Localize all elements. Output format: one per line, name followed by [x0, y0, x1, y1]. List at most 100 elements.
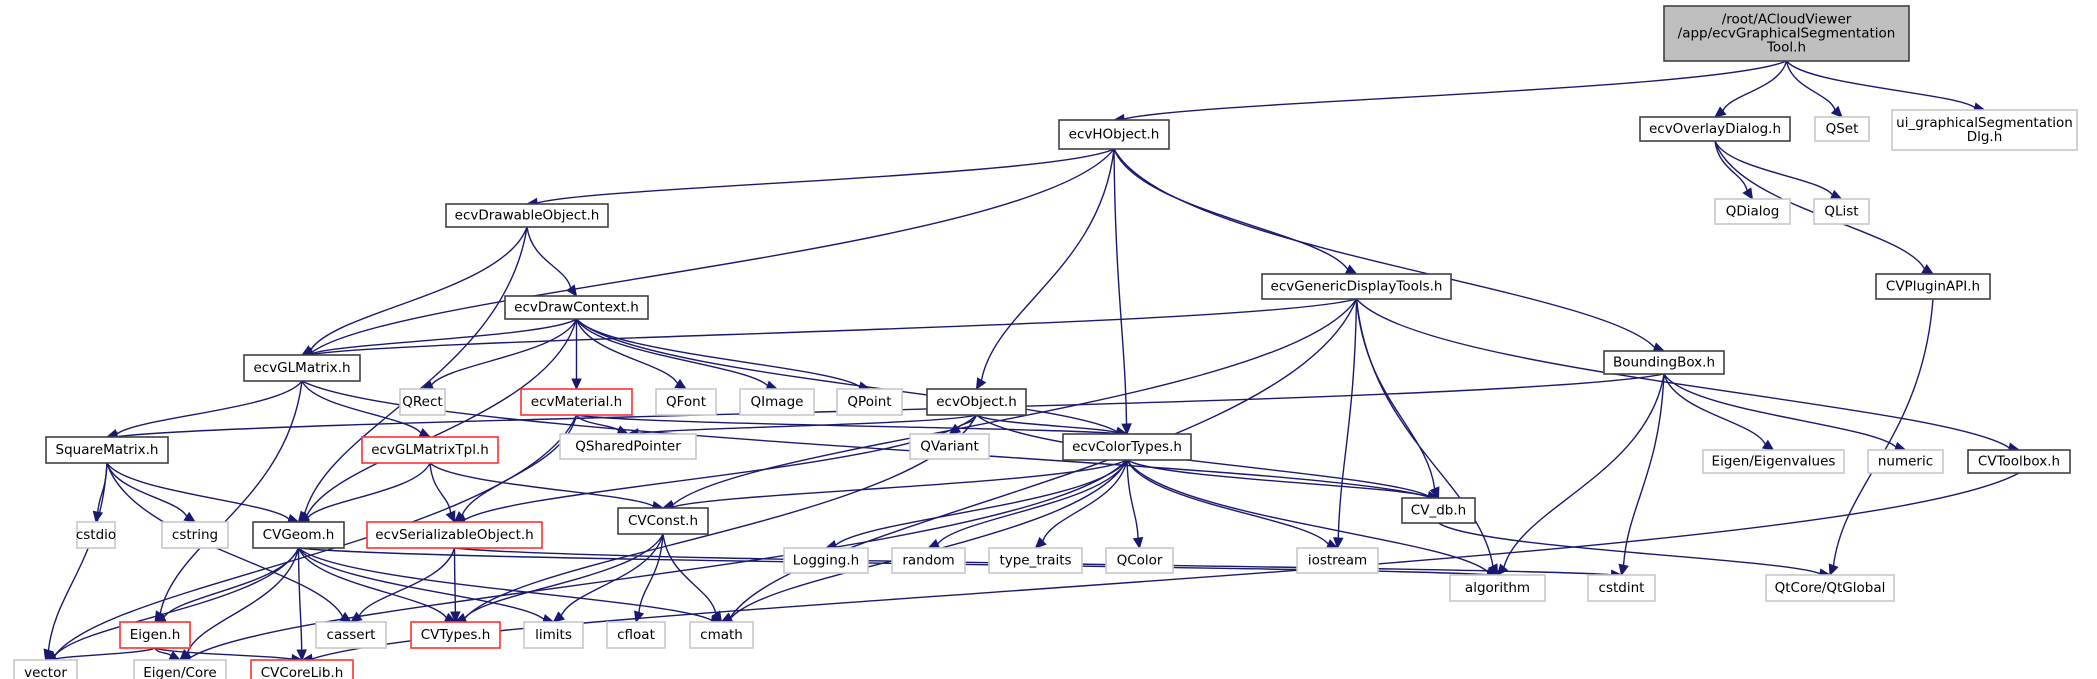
node-qrect: QRect: [399, 388, 446, 416]
node-box: [891, 547, 966, 574]
arrowhead-icon: [1618, 563, 1629, 577]
dependency-edge: [526, 226, 578, 297]
node-cstring: cstring: [161, 521, 229, 549]
arrowhead-icon: [179, 648, 192, 661]
node-box: [1639, 116, 1791, 142]
dependency-edge: [1113, 148, 1132, 436]
edge-line: [575, 318, 679, 384]
edge-line: [1042, 459, 1128, 542]
node-numeric: numeric: [1867, 449, 1944, 474]
edge-line: [97, 462, 108, 513]
node-ecv-material[interactable]: ecvMaterial.h: [520, 388, 633, 416]
node-ecv-overlay-dialog[interactable]: ecvOverlayDialog.h: [1639, 116, 1791, 142]
edge-line: [298, 547, 712, 621]
node-ecv-glmatrix-tpl[interactable]: ecvGLMatrixTpl.h: [361, 436, 499, 464]
edge-line: [106, 462, 344, 617]
node-label: QSharedPointer: [575, 439, 681, 455]
dependency-edge: [720, 459, 1128, 624]
node-eigen[interactable]: Eigen.h: [119, 621, 191, 649]
node-box: [504, 295, 649, 320]
edge-line: [730, 459, 1128, 619]
node-label: CVPluginAPI.h: [1886, 279, 1980, 295]
dependency-edge: [300, 148, 1115, 358]
arrowhead-icon: [350, 611, 363, 623]
node-label: ecvMaterial.h: [531, 394, 622, 410]
node-limits: limits: [523, 621, 584, 649]
node-cvtypes[interactable]: CVTypes.h: [410, 621, 501, 649]
node-cstdio: cstdio: [76, 521, 116, 549]
node-cmath: cmath: [689, 621, 754, 649]
node-ecv-drawable-object[interactable]: ecvDrawableObject.h: [445, 203, 609, 228]
edge-line: [575, 318, 861, 388]
node-box: [250, 659, 354, 679]
arrowhead-icon: [571, 378, 582, 391]
node-bounding-box[interactable]: BoundingBox.h: [1603, 350, 1725, 375]
node-cvplugin-api[interactable]: CVPluginAPI.h: [1875, 273, 1991, 300]
edge-line: [672, 459, 1128, 508]
edge-line: [154, 647, 293, 660]
node-root[interactable]: /root/ACloudViewer/app/ecvGraphicalSegme…: [1663, 5, 1910, 62]
node-box: [988, 547, 1083, 574]
node-box: [133, 659, 227, 679]
node-box: [1765, 574, 1895, 602]
node-label: CVTypes.h: [421, 627, 491, 643]
edge-line: [463, 414, 977, 521]
node-qlist: QList: [1813, 198, 1870, 225]
node-label: ecvDrawableObject.h: [455, 208, 600, 224]
node-vector: vector: [13, 659, 78, 679]
edge-line: [560, 533, 664, 617]
node-box: [119, 621, 191, 649]
node-label: QImage: [751, 394, 804, 410]
edge-line: [536, 148, 1115, 204]
node-label: cfloat: [617, 627, 655, 643]
node-cvcore-lib[interactable]: CVCoreLib.h: [250, 659, 354, 679]
arrowhead-icon: [1429, 486, 1440, 500]
node-ecv-serializable-object[interactable]: ecvSerializableObject.h: [366, 521, 543, 549]
edge-line: [106, 462, 188, 517]
node-ecv-color-types[interactable]: ecvColorTypes.h: [1062, 433, 1192, 461]
edge-line: [54, 547, 300, 657]
node-box: [783, 547, 869, 574]
dependency-edge: [1113, 148, 1666, 353]
node-square-matrix[interactable]: SquareMatrix.h: [45, 436, 169, 464]
edge-line: [1113, 148, 1128, 425]
edge-line: [1622, 373, 1665, 566]
node-label: CVGeom.h: [263, 527, 335, 543]
node-ecv-generic-display-tools[interactable]: ecvGenericDisplayTools.h: [1261, 273, 1452, 300]
dependency-edge: [350, 547, 456, 623]
node-box: [366, 521, 543, 549]
node-label: ecvSerializableObject.h: [375, 527, 533, 543]
edge-line: [186, 547, 300, 654]
dependency-edge: [1355, 298, 1440, 500]
edge-line: [980, 148, 1115, 381]
dependency-edge: [662, 533, 723, 624]
node-ecv-hobject[interactable]: ecvHObject.h: [1058, 119, 1170, 150]
node-cvconst[interactable]: CVConst.h: [617, 507, 709, 535]
node-label: QSet: [1826, 121, 1859, 137]
arrowhead-icon: [1121, 423, 1132, 436]
node-cvgeom[interactable]: CVGeom.h: [252, 521, 345, 549]
node-cvtoolbox[interactable]: CVToolbox.h: [1967, 449, 2071, 474]
node-ecv-glmatrix[interactable]: ecvGLMatrix.h: [243, 354, 361, 382]
node-ecv-draw-context[interactable]: ecvDrawContext.h: [504, 295, 649, 320]
node-box: [926, 388, 1027, 416]
dependency-edge: [552, 533, 664, 623]
dependency-edge: [297, 318, 578, 523]
edge-line: [1722, 60, 1788, 112]
dependency-edge: [300, 318, 577, 359]
node-label: type_traits: [999, 553, 1071, 569]
node-box: [739, 388, 815, 416]
node-ecv-object[interactable]: ecvObject.h: [926, 388, 1027, 416]
dependency-edge: [179, 547, 300, 661]
edge-line: [638, 533, 664, 613]
dependency-edge: [453, 414, 578, 523]
node-type_traits: type_traits: [988, 547, 1083, 574]
edge-line: [464, 533, 664, 619]
node-box: [1714, 198, 1791, 225]
node-cfloat: cfloat: [606, 621, 666, 649]
node-cv_db[interactable]: CV_db.h: [1401, 497, 1476, 524]
dependency-edge: [1714, 140, 1754, 201]
node-label: cstdio: [76, 527, 116, 543]
edge-line: [575, 318, 769, 387]
